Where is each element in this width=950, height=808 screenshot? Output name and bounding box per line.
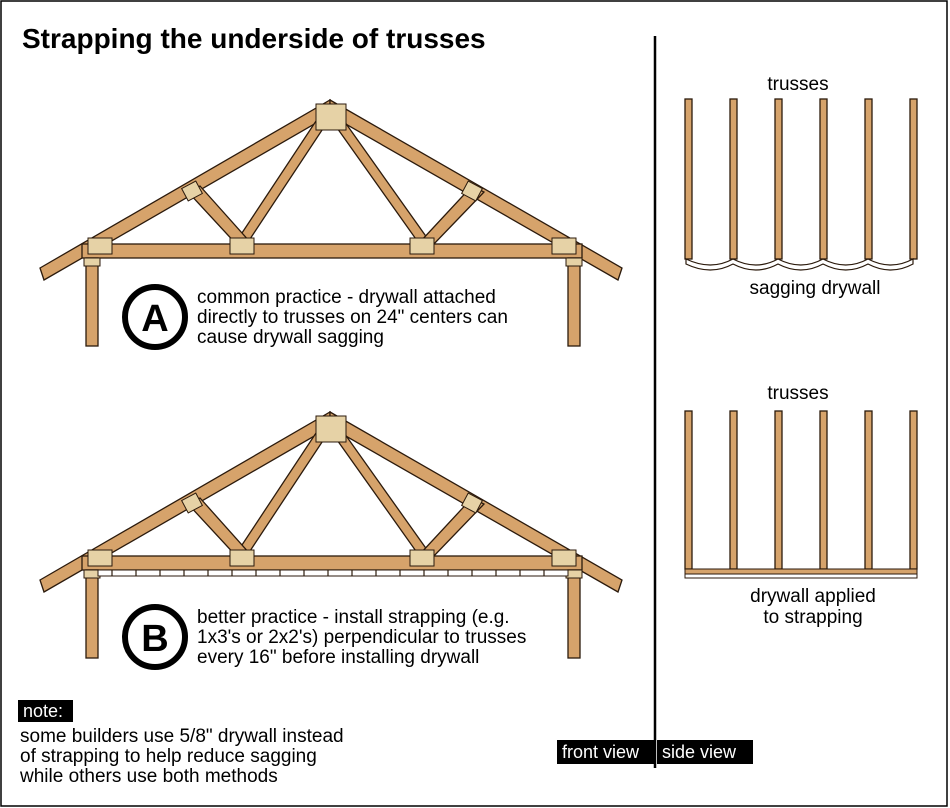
badge-a: [122, 284, 188, 350]
note-line2: of strapping to help reduce sagging: [20, 746, 317, 767]
badge-b: [122, 604, 188, 670]
section-a-line1: common practice - drywall attached: [197, 287, 496, 308]
note-tag: note:: [23, 701, 63, 721]
note-line3: while others use both methods: [19, 766, 278, 787]
side-bottom-caption-line2: to strapping: [763, 607, 862, 628]
note-tag-bg: [18, 700, 73, 722]
note-line1: some builders use 5/8" drywall instead: [20, 726, 344, 747]
side-bottom-trusses: [684, 410, 918, 570]
diagram-title: Strapping the underside of trusses: [22, 23, 486, 54]
sagging-drywall: [685, 257, 914, 271]
section-b-line3: every 16" before installing drywall: [197, 647, 479, 668]
side-bottom-caption-line1: drywall applied: [750, 586, 876, 607]
section-a-line2: directly to trusses on 24" centers can: [197, 307, 508, 328]
badge-b-letter: B: [141, 618, 168, 660]
side-bottom-label: trusses: [767, 383, 828, 404]
badge-a-letter: A: [141, 298, 168, 340]
side-top-caption: sagging drywall: [750, 278, 881, 299]
strapping-row: [97, 569, 569, 577]
section-b-line2: 1x3's or 2x2's) perpendicular to trusses: [197, 627, 526, 648]
strapping-board: [684, 568, 918, 575]
front-view-label: front view: [562, 742, 640, 762]
front-view-label-bg: [557, 740, 654, 764]
side-top-label: trusses: [767, 74, 828, 95]
flat-drywall: [684, 573, 918, 579]
truss-b: [39, 411, 623, 659]
side-view-label-bg: [657, 740, 753, 764]
section-a-line3: cause drywall sagging: [197, 327, 384, 348]
section-b-line1: better practice - install strapping (e.g…: [197, 607, 510, 628]
side-view-label: side view: [662, 742, 737, 762]
side-top-trusses: [684, 98, 918, 260]
